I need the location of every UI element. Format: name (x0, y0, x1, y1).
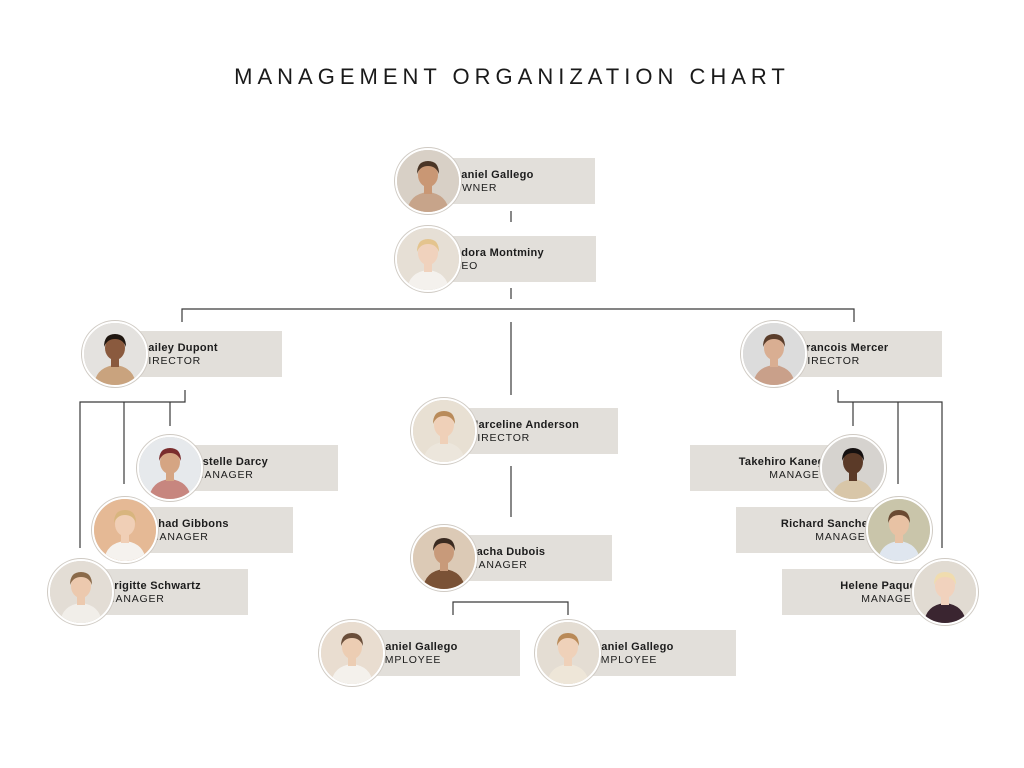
portrait-illustration (822, 437, 884, 499)
portrait-illustration (413, 400, 475, 462)
person-role: EMPLOYEE (593, 653, 658, 666)
portrait-illustration (914, 561, 976, 623)
portrait-illustration (50, 561, 112, 623)
portrait-illustration (397, 228, 459, 290)
person-role: OWNER (453, 181, 498, 194)
profile-photo (92, 497, 158, 563)
profile-photo (411, 525, 477, 591)
org-node-employee-1: Daniel Gallego EMPLOYEE (319, 620, 520, 686)
profile-photo (48, 559, 114, 625)
person-name: Francois Mercer (799, 341, 889, 354)
org-node-chad: Chad Gibbons MANAGER (92, 497, 293, 563)
portrait-illustration (397, 150, 459, 212)
person-name: Helene Paquet (840, 579, 920, 592)
person-role: EMPLOYEE (377, 653, 442, 666)
org-node-takehiro: Takehiro Kanegi MANAGER (690, 435, 886, 501)
person-name: Daniel Gallego (453, 168, 534, 181)
org-node-estelle: Estelle Darcy MANAGER (137, 435, 338, 501)
person-name: Marceline Anderson (469, 418, 580, 431)
portrait-illustration (94, 499, 156, 561)
profile-photo (395, 226, 461, 292)
person-name: Chad Gibbons (150, 517, 229, 530)
org-node-employee-2: Daniel Gallego EMPLOYEE (535, 620, 736, 686)
person-name: Sacha Dubois (469, 545, 546, 558)
person-role: DIRECTOR (799, 354, 861, 367)
portrait-illustration (84, 323, 146, 385)
person-role: MANAGER (769, 468, 828, 481)
person-role: CEO (453, 259, 479, 272)
person-name: Bailey Dupont (140, 341, 218, 354)
profile-photo (395, 148, 461, 214)
org-node-bailey: Bailey Dupont DIRECTOR (82, 321, 282, 387)
profile-photo (137, 435, 203, 501)
connector-francois-reports (837, 390, 943, 548)
org-node-richard: Richard Sanchez MANAGER (736, 497, 932, 563)
person-name: Adora Montminy (453, 246, 544, 259)
org-node-ceo: Adora Montminy CEO (395, 226, 596, 292)
person-name: Estelle Darcy (195, 455, 268, 468)
name-card: Marceline Anderson DIRECTOR (449, 408, 618, 454)
portrait-illustration (743, 323, 805, 385)
org-node-brigitte: Brigitte Schwartz MANAGER (48, 559, 248, 625)
profile-photo (535, 620, 601, 686)
person-role: DIRECTOR (140, 354, 202, 367)
profile-photo (820, 435, 886, 501)
org-node-owner: Daniel Gallego OWNER (395, 148, 595, 214)
profile-photo (912, 559, 978, 625)
portrait-illustration (537, 622, 599, 684)
org-node-francois: Francois Mercer DIRECTOR (741, 321, 942, 387)
profile-photo (82, 321, 148, 387)
profile-photo (411, 398, 477, 464)
portrait-illustration (139, 437, 201, 499)
portrait-illustration (413, 527, 475, 589)
portrait-illustration (321, 622, 383, 684)
person-role: MANAGER (106, 592, 165, 605)
org-node-helene: Helene Paquet MANAGER (782, 559, 978, 625)
person-name: Daniel Gallego (377, 640, 458, 653)
person-role: MANAGER (150, 530, 209, 543)
person-name: Daniel Gallego (593, 640, 674, 653)
portrait-illustration (868, 499, 930, 561)
chart-title: MANAGEMENT ORGANIZATION CHART (234, 64, 790, 89)
person-role: MANAGER (469, 558, 528, 571)
connector-bailey-reports (79, 390, 186, 548)
person-role: MANAGER (815, 530, 874, 543)
connector-sacha-employees (452, 601, 569, 615)
profile-photo (866, 497, 932, 563)
person-name: Richard Sanchez (780, 517, 874, 530)
person-name: Brigitte Schwartz (106, 579, 201, 592)
org-node-marceline: Marceline Anderson DIRECTOR (411, 398, 618, 464)
person-name: Takehiro Kanegi (738, 455, 828, 468)
org-node-sacha: Sacha Dubois MANAGER (411, 525, 612, 591)
person-role: DIRECTOR (469, 431, 531, 444)
profile-photo (741, 321, 807, 387)
person-role: MANAGER (195, 468, 254, 481)
person-role: MANAGER (861, 592, 920, 605)
connector-ceo-branches (181, 308, 855, 322)
profile-photo (319, 620, 385, 686)
